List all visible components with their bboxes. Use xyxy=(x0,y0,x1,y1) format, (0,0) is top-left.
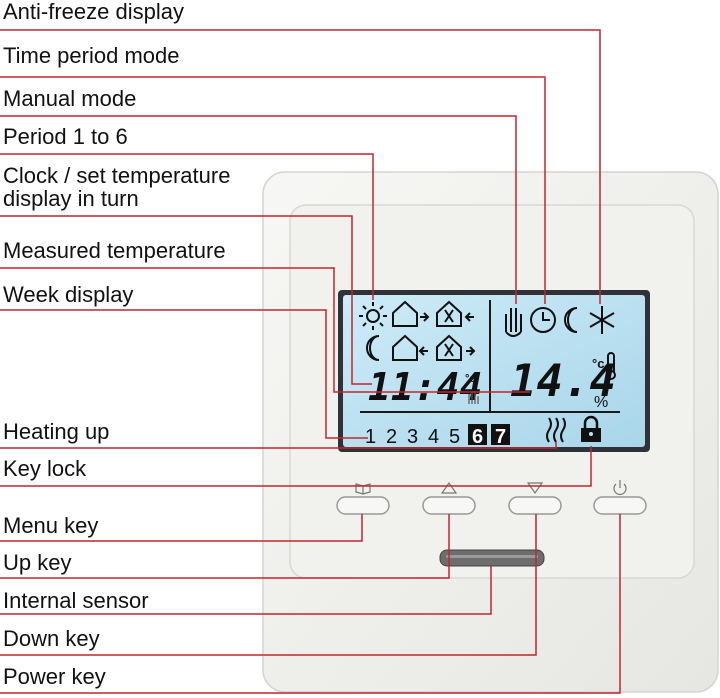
label-time-period-mode: Time period mode xyxy=(3,43,180,68)
clock-icon xyxy=(530,307,556,333)
week-day-7: 7 xyxy=(495,426,506,448)
moon-icon xyxy=(366,335,380,361)
label-measured-temperature: Measured temperature xyxy=(3,238,226,263)
leader-sensor xyxy=(0,566,492,615)
label-menu-key: Menu key xyxy=(3,513,99,538)
lcd-screen xyxy=(343,295,645,447)
small-hand-icon xyxy=(468,391,479,404)
week-day-6: 6 xyxy=(472,426,483,448)
label-up-key: Up key xyxy=(3,550,72,575)
leader-key-lock xyxy=(0,446,592,487)
home-meal-icon xyxy=(436,300,474,327)
label-manual-mode: Manual mode xyxy=(3,86,137,111)
up-triangle-icon xyxy=(440,481,458,494)
home-meal-return-icon xyxy=(436,334,476,361)
down-triangle-icon xyxy=(526,482,544,495)
week-day-4: 4 xyxy=(428,426,439,448)
thermometer-icon xyxy=(606,352,616,380)
label-internal-sensor: Internal sensor xyxy=(3,588,149,613)
label-week-display: Week display xyxy=(3,282,134,307)
leader-period xyxy=(0,153,374,300)
label-power-key: Power key xyxy=(3,664,106,689)
sun-icon xyxy=(359,302,387,330)
humidity-unit: % xyxy=(594,394,608,411)
week-day-3: 3 xyxy=(407,426,418,448)
home-return-icon xyxy=(392,334,428,361)
clock-unit: °c xyxy=(465,373,476,385)
week-day-highlight-6 xyxy=(468,424,487,445)
week-day-highlight-7 xyxy=(491,424,510,445)
hand-icon xyxy=(505,308,522,337)
heating-icon xyxy=(546,417,566,443)
leader-measured xyxy=(0,267,530,393)
leader-power xyxy=(0,514,621,694)
temperature-unit: °c xyxy=(592,356,604,371)
home-leave-icon xyxy=(392,300,430,327)
label-clock-line2: display in turn xyxy=(3,186,139,211)
menu-key[interactable] xyxy=(336,496,390,515)
leader-menu xyxy=(0,514,363,542)
label-period: Period 1 to 6 xyxy=(3,124,128,149)
leader-heating xyxy=(0,442,557,449)
clock-readout: 11:44 xyxy=(368,365,482,409)
label-anti-freeze-display: Anti-freeze display xyxy=(3,0,184,24)
crescent-icon xyxy=(564,307,578,333)
leader-down xyxy=(0,514,537,656)
leader-clock xyxy=(0,215,372,385)
leader-time-period xyxy=(0,76,546,304)
temperature-readout: 14.4 xyxy=(510,356,616,407)
label-heating-up: Heating up xyxy=(3,419,110,444)
week-day-5: 5 xyxy=(449,426,460,448)
lock-icon xyxy=(581,415,601,442)
leader-week xyxy=(0,309,368,439)
leader-anti-freeze xyxy=(0,29,601,304)
down-key[interactable] xyxy=(508,496,562,515)
week-day-2: 2 xyxy=(386,426,397,448)
sensor-slot-highlight xyxy=(446,555,538,558)
power-key[interactable] xyxy=(593,496,647,515)
power-icon xyxy=(613,480,627,495)
up-key[interactable] xyxy=(422,496,476,515)
leader-manual xyxy=(0,115,517,304)
label-clock-line1: Clock / set temperature xyxy=(3,163,231,188)
leader-lines xyxy=(0,29,621,694)
week-day-1: 1 xyxy=(365,426,376,448)
label-key-lock: Key lock xyxy=(3,456,87,481)
snowflake-icon xyxy=(589,306,615,334)
leader-up xyxy=(0,514,450,579)
label-down-key: Down key xyxy=(3,626,100,651)
